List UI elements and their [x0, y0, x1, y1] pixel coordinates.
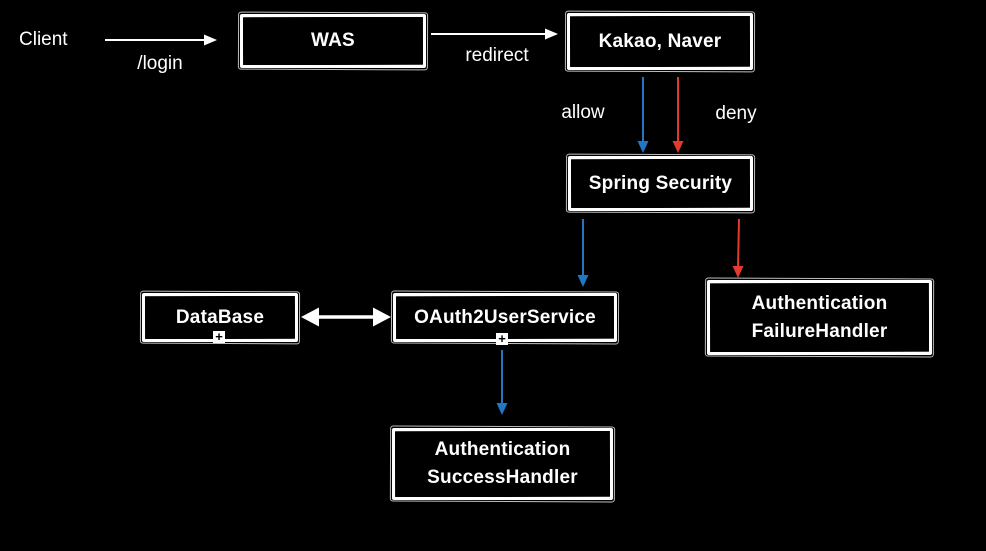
allow-edge-label: allow — [561, 102, 605, 123]
node-authentication-failure-handler-label-line2: FailureHandler — [751, 320, 888, 342]
node-authentication-failure-handler[interactable]: Authentication FailureHandler — [707, 280, 932, 355]
arrow-deny-head — [672, 141, 684, 153]
node-authentication-success-handler-label-line2: SuccessHandler — [427, 467, 578, 488]
arrow-database-oauth2-bidirectional — [301, 307, 391, 327]
expand-button-oauth2-user-service[interactable]: + — [496, 332, 508, 345]
arrow-deny-kakao-to-spring — [672, 77, 684, 153]
client-label: Client — [19, 29, 68, 50]
node-was-label: WAS — [311, 30, 355, 51]
node-authentication-success-handler[interactable]: Authentication SuccessHandler — [392, 428, 613, 500]
arrow-spring-to-failure-head — [732, 266, 744, 278]
node-spring-security-label: Spring Security — [588, 172, 733, 194]
arrow-allow-head — [637, 141, 649, 153]
node-oauth2-user-service-label: OAuth2UserService — [414, 306, 596, 328]
deny-edge-label: deny — [715, 103, 757, 124]
arrow-client-to-was — [105, 34, 217, 46]
node-authentication-failure-handler-label-line1: Authentication — [751, 292, 888, 314]
arrow-allow-kakao-to-spring — [637, 77, 649, 153]
node-database-label: DataBase — [175, 306, 265, 328]
arrow-client-to-was-head — [204, 34, 217, 46]
node-spring-security[interactable]: Spring Security — [568, 156, 753, 211]
node-was[interactable]: WAS — [240, 14, 426, 68]
arrow-oauth2-to-success-handler — [496, 350, 508, 415]
arrow-spring-to-oauth2-head — [577, 275, 589, 287]
arrow-spring-to-failure-handler — [732, 218, 744, 278]
arrow-was-to-kakao — [431, 28, 558, 40]
arrow-database-oauth2-right-head — [373, 307, 391, 327]
expand-button-database[interactable]: + — [213, 330, 225, 343]
node-kakao-naver-label: Kakao, Naver — [598, 30, 722, 52]
redirect-edge-label: redirect — [465, 45, 529, 66]
login-edge-label: /login — [137, 53, 183, 74]
arrow-was-to-kakao-head — [545, 28, 558, 40]
node-kakao-naver[interactable]: Kakao, Naver — [567, 13, 753, 70]
arrow-spring-to-oauth2 — [577, 219, 589, 287]
arrow-oauth2-to-success-head — [496, 403, 508, 415]
arrow-database-oauth2-left-head — [301, 307, 319, 327]
arrow-spring-to-failure-line — [737, 218, 740, 268]
node-authentication-success-handler-label-line1: Authentication — [434, 439, 571, 460]
